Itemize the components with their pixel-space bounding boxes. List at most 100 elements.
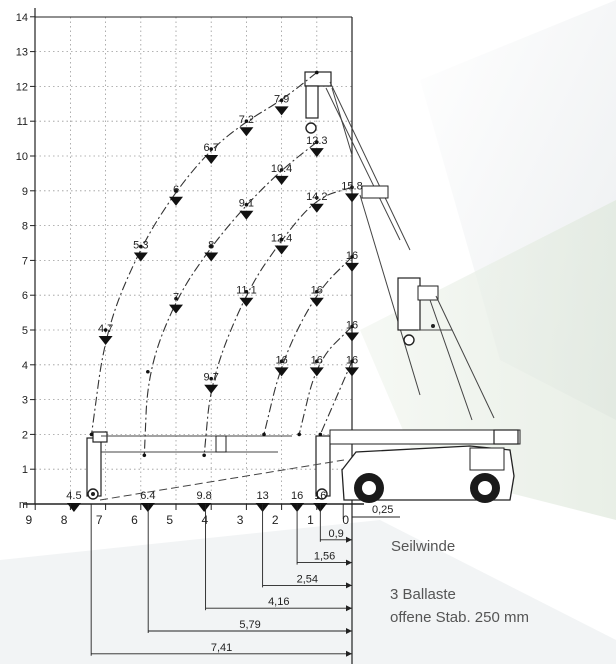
truck-cab: [469, 447, 505, 471]
curve-point: [318, 432, 323, 437]
load-curve: [90, 72, 318, 435]
load-marker: [274, 367, 289, 377]
boom-line: [329, 81, 411, 251]
y-tick-label: 13: [16, 47, 28, 59]
curve-point: [279, 359, 284, 364]
x-tick-label: 4: [202, 513, 209, 527]
load-label: 16: [346, 354, 358, 366]
load-curves: 7.97.26.765.34.74.512.310.49.1876.415.81…: [66, 70, 363, 513]
load-marker: [345, 262, 359, 272]
side-crane-head: [417, 285, 439, 301]
chart-grid: [24, 8, 364, 664]
ballast-note: 3 Ballaste: [390, 586, 456, 603]
load-marker: [274, 106, 289, 116]
stabilizer-note: offene Stab. 250 mm: [390, 609, 529, 626]
load-marker: [345, 332, 359, 342]
x-tick-label: 5: [166, 513, 173, 527]
dimension-lines: 0,250,91,562,544,165,797,41: [90, 504, 400, 657]
dimension-arrow: [346, 628, 352, 634]
load-label: 16: [311, 354, 323, 366]
dimension-label: 7,41: [211, 642, 232, 654]
side-crane-pivot: [431, 324, 435, 328]
jib-tip: [304, 71, 332, 87]
x-tick-label: 0: [342, 513, 349, 527]
crane-figure-extended: [99, 71, 521, 503]
mid-jib-line: [359, 194, 421, 396]
curve-point: [315, 359, 319, 364]
curve-point: [350, 324, 354, 329]
load-label: 10.4: [271, 163, 292, 175]
load-curve: [263, 256, 353, 435]
load-label: 12.4: [271, 233, 292, 245]
load-label: 7: [173, 292, 179, 304]
load-marker: [204, 384, 219, 394]
curve-point: [142, 453, 147, 458]
load-marker: [169, 304, 183, 314]
load-marker: [309, 148, 324, 158]
side-crane-line: [435, 295, 495, 419]
mid-jib: [361, 185, 389, 199]
curve-point: [315, 289, 319, 294]
x-tick-label: 1: [307, 513, 314, 527]
load-marker: [239, 127, 254, 137]
load-marker: [345, 367, 359, 377]
load-label: 5.3: [133, 239, 148, 251]
curve-point: [202, 453, 206, 458]
load-marker: [204, 252, 219, 262]
curve-point: [350, 255, 354, 259]
load-marker: [239, 210, 254, 220]
x-tick-label: 2: [272, 513, 279, 527]
y-tick-label: 11: [17, 116, 28, 128]
curve-point: [315, 195, 319, 200]
y-tick-label: 1: [22, 464, 28, 476]
load-marker: [274, 245, 289, 255]
dimension-label: 1,56: [314, 551, 335, 563]
load-marker: [204, 155, 219, 165]
load-marker: [274, 175, 289, 185]
load-label: 11.1: [236, 285, 257, 297]
y-tick-label: 2: [22, 429, 28, 441]
load-label: 8: [208, 239, 214, 251]
curve-point: [244, 202, 249, 207]
y-tick-label: 7: [22, 255, 28, 267]
dimension-label: 0,25: [372, 504, 393, 516]
load-marker: [239, 297, 254, 307]
y-tick-label: 8: [22, 221, 28, 233]
curve-point: [279, 168, 284, 172]
load-marker: [345, 193, 359, 203]
y-tick-label: 3: [22, 395, 28, 407]
curve-point: [209, 244, 213, 249]
load-label: 9.8: [197, 490, 212, 502]
load-label: 16: [291, 490, 303, 502]
side-crane-body: [397, 277, 421, 331]
curve-point: [350, 185, 354, 190]
load-marker: [98, 336, 113, 345]
curve-point: [146, 369, 150, 374]
curve-point: [279, 98, 284, 103]
load-marker: [66, 503, 81, 513]
curve-point: [174, 296, 178, 301]
load-label: 12.3: [306, 135, 327, 147]
curve-point: [103, 328, 108, 332]
side-crane-hook: [403, 334, 415, 346]
load-curve: [143, 141, 318, 456]
load-label: 16: [311, 285, 323, 297]
curve-point: [139, 244, 143, 249]
load-label: 16: [346, 320, 358, 332]
load-marker: [169, 196, 183, 206]
curve-point: [262, 432, 266, 437]
x-tick-label: 6: [131, 513, 138, 527]
load-label: 15.8: [341, 180, 362, 192]
load-curve: [298, 326, 353, 435]
dimension-label: 2,54: [297, 573, 318, 585]
load-label: 6: [173, 184, 179, 196]
y-tick-label: 9: [22, 186, 28, 198]
load-label: 6.7: [204, 142, 219, 154]
y-tick-label: m: [19, 499, 28, 511]
curve-point: [89, 432, 94, 437]
dimension-label: 0,9: [329, 528, 344, 540]
winch-label: Seilwinde: [391, 538, 456, 555]
y-tick-label: 4: [22, 360, 28, 372]
